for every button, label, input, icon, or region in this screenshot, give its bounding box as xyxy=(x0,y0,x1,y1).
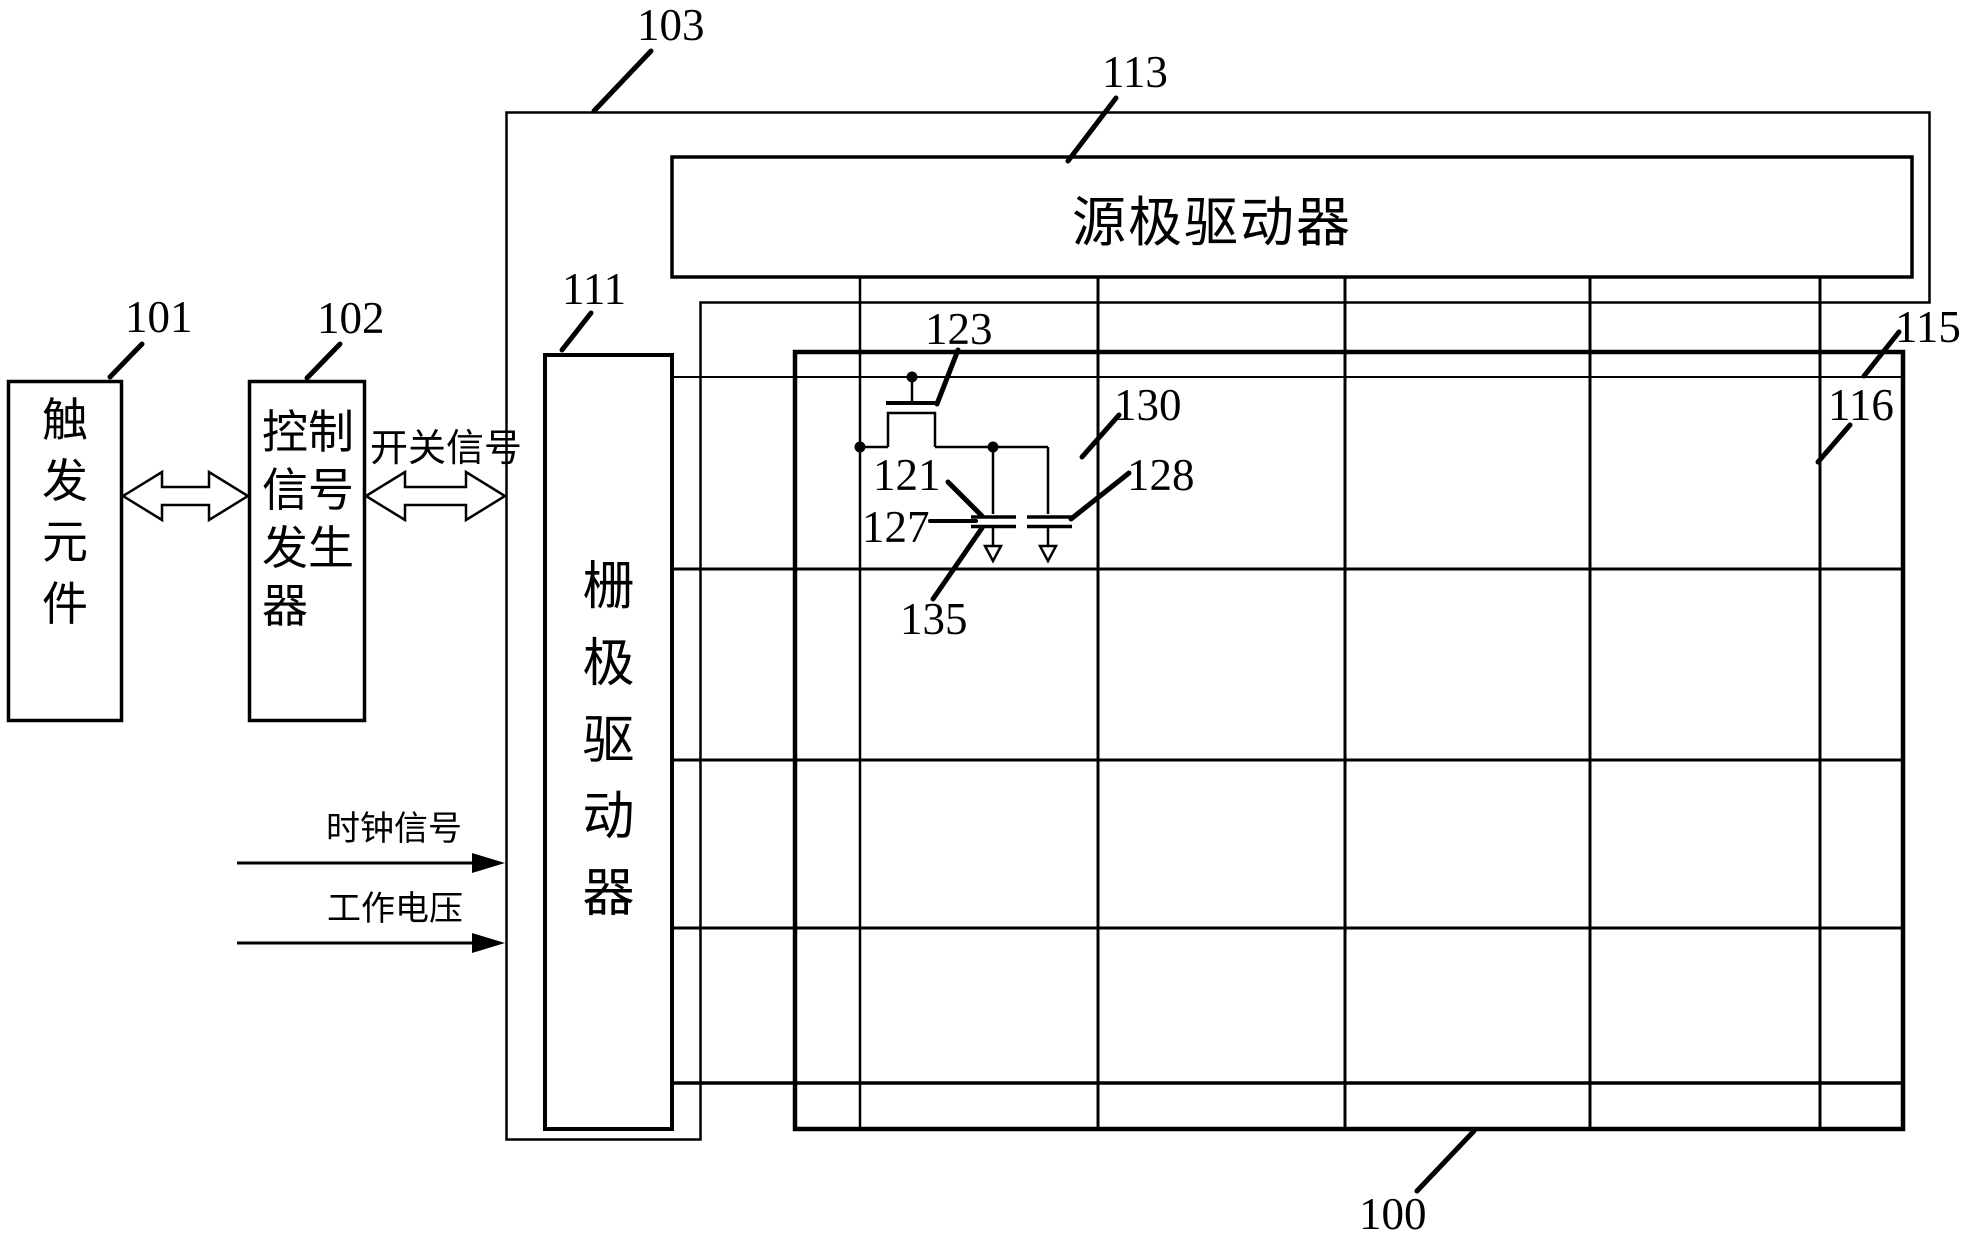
double-arrow-switch-signal xyxy=(363,469,508,523)
pointer-121 xyxy=(945,479,985,519)
pointer-101 xyxy=(107,341,145,380)
voltage-signal-label: 工作电压 xyxy=(327,891,463,928)
panel-box xyxy=(792,349,1906,1132)
controller-box-label-wrap: 控制信号发生器 xyxy=(248,380,366,722)
pointer-103 xyxy=(591,48,654,114)
callout-127: 127 xyxy=(862,502,930,552)
voltage-arrow xyxy=(237,933,505,953)
capacitor-128 xyxy=(1027,447,1072,564)
gate-lines xyxy=(672,376,1903,1085)
pointer-102 xyxy=(304,341,343,381)
callout-123: 123 xyxy=(925,304,993,354)
source-driver-box-label: 源极驱动器 xyxy=(1072,192,1352,253)
clock-arrow xyxy=(237,853,505,873)
callout-pointers xyxy=(107,48,1902,1194)
callout-135: 135 xyxy=(900,594,968,644)
trigger-box-label-wrap: 触发元件 xyxy=(7,380,123,722)
controller-box xyxy=(247,379,367,723)
callout-101: 101 xyxy=(125,292,193,342)
tft-symbol xyxy=(854,371,1048,453)
double-arrow-101-102 xyxy=(120,469,251,523)
callout-100: 100 xyxy=(1359,1189,1427,1239)
callout-128: 128 xyxy=(1127,450,1195,500)
common-terminal-icon xyxy=(1037,544,1059,564)
gate-driver-box-label-wrap: 栅极驱动器 xyxy=(545,355,672,1129)
pointer-113 xyxy=(1065,95,1119,164)
callout-103: 103 xyxy=(637,0,705,50)
tft-channel xyxy=(886,411,937,447)
callout-115: 115 xyxy=(1895,302,1961,352)
pointer-115 xyxy=(1861,329,1902,379)
pointer-111 xyxy=(559,310,594,353)
capacitor-127 xyxy=(971,447,1016,564)
pointer-130 xyxy=(1079,412,1122,460)
callout-121: 121 xyxy=(873,450,941,500)
gate-driver-box-label: 栅极驱动器 xyxy=(582,558,635,924)
pointer-128 xyxy=(1068,470,1132,522)
pointer-100 xyxy=(1414,1128,1477,1194)
callout-111: 111 xyxy=(562,264,627,314)
pointer-116 xyxy=(1815,422,1853,465)
controller-box-label: 控制信号发生器 xyxy=(262,407,354,632)
callout-116: 116 xyxy=(1828,380,1894,430)
gate-driver-box xyxy=(543,353,674,1131)
pointer-135 xyxy=(930,525,985,602)
source-driver-box xyxy=(670,155,1914,279)
pointer-123 xyxy=(934,347,961,407)
callout-113: 113 xyxy=(1102,47,1168,97)
device-outline-103 xyxy=(505,111,1931,1141)
switch-signal-label: 开关信号 xyxy=(370,428,523,470)
trigger-box-label: 触发元件 xyxy=(42,395,88,630)
common-terminal-icon xyxy=(982,544,1004,564)
trigger-box xyxy=(6,379,124,723)
callout-130: 130 xyxy=(1114,380,1182,430)
source-driver-box-label-wrap: 源极驱动器 xyxy=(672,157,1912,277)
data-lines xyxy=(858,277,1822,1129)
clock-signal-label: 时钟信号 xyxy=(326,811,462,848)
callout-102: 102 xyxy=(317,293,385,343)
source-junction-dot xyxy=(854,441,866,453)
